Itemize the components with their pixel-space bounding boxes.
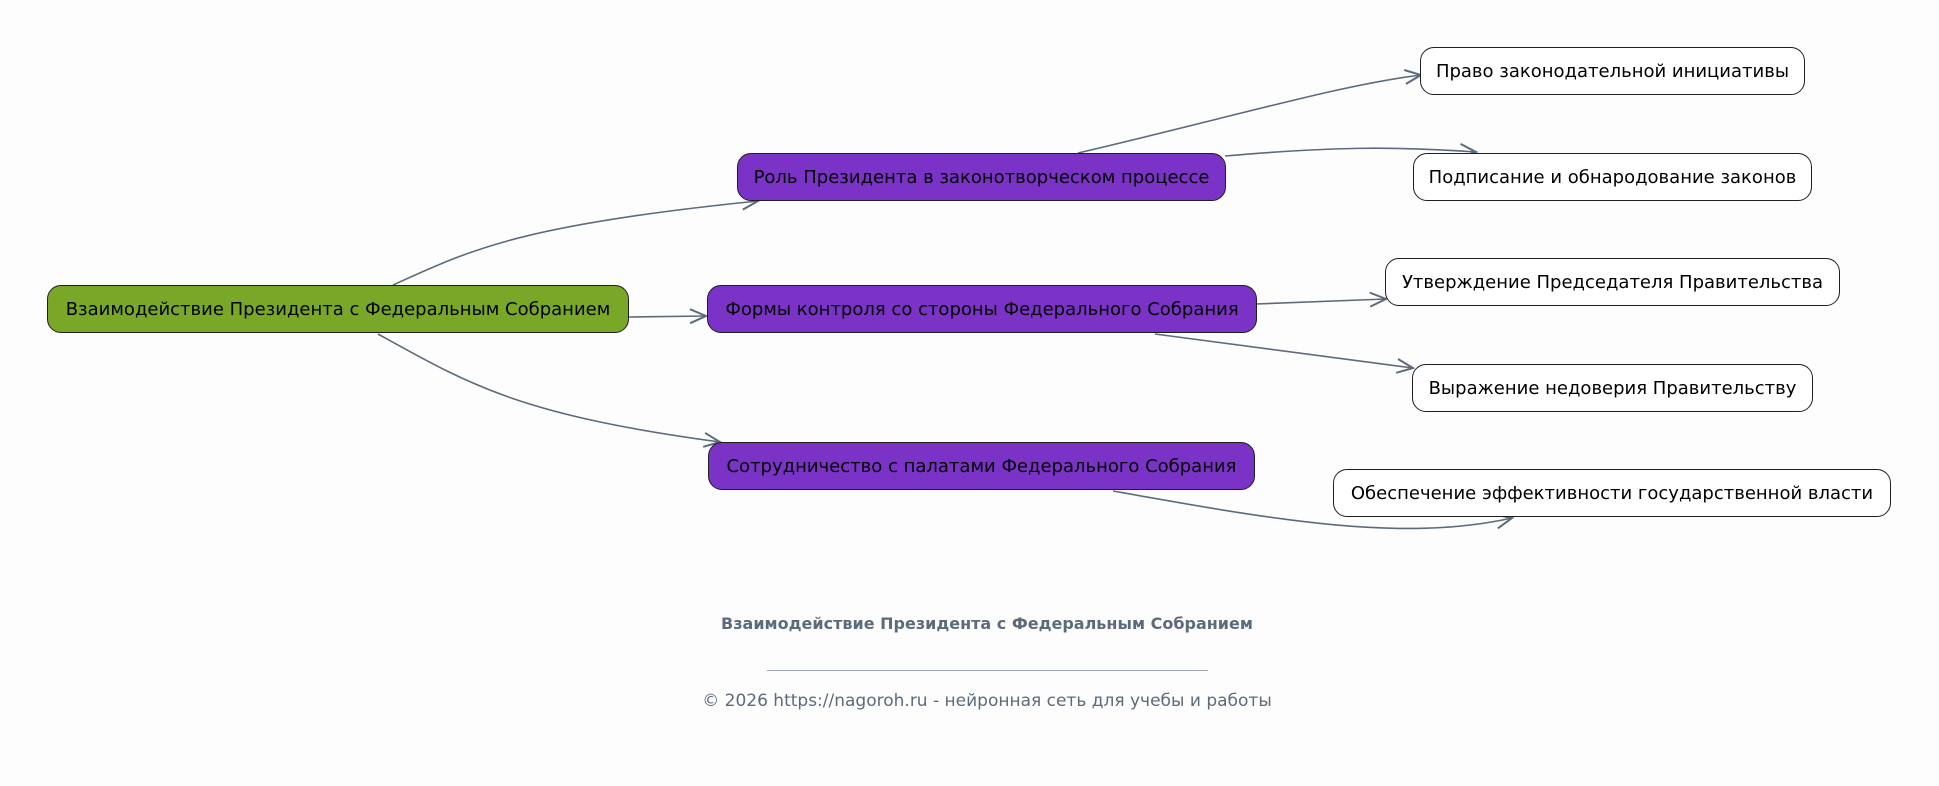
edge-root-to-cooperation: [377, 333, 720, 442]
footer-copyright: © 2026 https://nagoroh.ru - нейронная се…: [702, 691, 1272, 711]
leaf-node-initiative: Право законодательной инициативы: [1420, 47, 1805, 95]
footer-title: Взаимодействие Президента с Федеральным …: [721, 614, 1253, 633]
leaf-node-efficiency-label: Обеспечение эффективности государственно…: [1350, 482, 1874, 504]
branch-node-control: Формы контроля со стороны Федерального С…: [707, 285, 1257, 333]
root-node: Взаимодействие Президента с Федеральным …: [47, 285, 629, 333]
branch-node-control-label: Формы контроля со стороны Федерального С…: [725, 298, 1239, 320]
branch-node-cooperation: Сотрудничество с палатами Федерального С…: [708, 442, 1255, 490]
edge-control-to-chairman: [1255, 299, 1386, 304]
leaf-node-signing-label: Подписание и обнародование законов: [1428, 166, 1797, 188]
branch-node-cooperation-label: Сотрудничество с палатами Федерального С…: [726, 455, 1237, 477]
leaf-node-efficiency: Обеспечение эффективности государственно…: [1333, 469, 1891, 517]
leaf-node-chairman: Утверждение Председателя Правительства: [1385, 258, 1840, 306]
edge-role-to-signing: [1224, 148, 1476, 156]
edge-root-to-control: [627, 316, 706, 317]
root-node-label: Взаимодействие Президента с Федеральным …: [65, 298, 611, 320]
edge-cooperation-to-efficiency: [1112, 490, 1512, 530]
leaf-node-distrust: Выражение недоверия Правительству: [1412, 364, 1813, 412]
edge-control-to-distrust: [1154, 333, 1413, 368]
branch-node-role-label: Роль Президента в законотворческом проце…: [753, 166, 1210, 188]
leaf-node-chairman-label: Утверждение Председателя Правительства: [1401, 271, 1824, 293]
footer-divider: [767, 670, 1208, 671]
leaf-node-signing: Подписание и обнародование законов: [1413, 153, 1812, 201]
edge-root-to-role: [392, 201, 758, 286]
edge-role-to-initiative: [1077, 75, 1421, 154]
leaf-node-distrust-label: Выражение недоверия Правительству: [1428, 377, 1797, 399]
leaf-node-initiative-label: Право законодательной инициативы: [1435, 60, 1790, 82]
branch-node-role: Роль Президента в законотворческом проце…: [737, 153, 1226, 201]
